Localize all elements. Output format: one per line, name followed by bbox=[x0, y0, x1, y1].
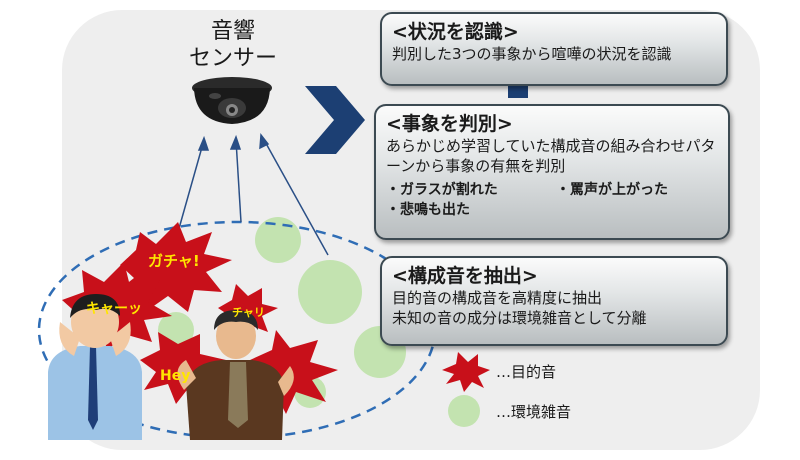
sensor-label-line1: 音響 bbox=[210, 19, 255, 44]
sensor-label: 音響 センサー bbox=[178, 18, 288, 72]
event-discrimination-box: <事象を判別> あらかじめ学習していた構成音の組み合わせパターンから事象の有無を… bbox=[374, 104, 730, 240]
legend-target-sound-label: …目的音 bbox=[496, 363, 557, 381]
event-bullet-scream: ・悲鳴も出た bbox=[386, 202, 470, 218]
legend-ambient-noise-label: …環境雑音 bbox=[496, 403, 572, 421]
burst-text-hey: Hey bbox=[160, 368, 191, 384]
extract-body-line2: 未知の音の成分は環境雑音として分離 bbox=[392, 309, 647, 327]
legend-ambient-noise-icon bbox=[448, 395, 480, 427]
extract-title: <構成音を抽出> bbox=[392, 265, 538, 287]
sensor-input-arrows bbox=[177, 133, 329, 256]
noise-circle bbox=[298, 260, 362, 324]
sensor-label-line2: センサー bbox=[188, 46, 277, 71]
person-angry bbox=[177, 310, 294, 440]
situation-body: 判別した3つの事象から喧嘩の状況を認識 bbox=[392, 45, 672, 63]
event-bullet-shout: ・罵声が上がった bbox=[556, 182, 668, 198]
burst-chari bbox=[218, 284, 278, 340]
burst-text-chari: チャリ bbox=[232, 306, 265, 319]
event-body: あらかじめ学習していた構成音の組み合わせパターンから事象の有無を判別 bbox=[386, 137, 716, 175]
burst-text-gacha: ガチャ! bbox=[148, 252, 200, 270]
flow-chevron-arrow bbox=[305, 86, 365, 154]
sound-sensor-camera bbox=[192, 77, 272, 124]
event-bullet-glass: ・ガラスが割れた bbox=[386, 182, 498, 198]
burst-text-kyaa: キャーッ bbox=[86, 301, 142, 317]
situation-recognition-box: <状況を認識> 判別した3つの事象から喧嘩の状況を認識 bbox=[380, 12, 728, 86]
component-extraction-box: <構成音を抽出> 目的音の構成音を高精度に抽出 未知の音の成分は環境雑音として分… bbox=[380, 256, 728, 346]
extract-body-line1: 目的音の構成音を高精度に抽出 bbox=[392, 289, 603, 307]
event-title: <事象を判別> bbox=[386, 113, 513, 135]
legend-target-sound-icon bbox=[442, 352, 490, 392]
situation-title: <状況を認識> bbox=[392, 21, 519, 43]
noise-circle bbox=[255, 217, 301, 263]
person-distressed bbox=[48, 294, 142, 440]
event-bullets: ・ガラスが割れた ・罵声が上がった ・悲鳴も出た bbox=[386, 180, 718, 220]
